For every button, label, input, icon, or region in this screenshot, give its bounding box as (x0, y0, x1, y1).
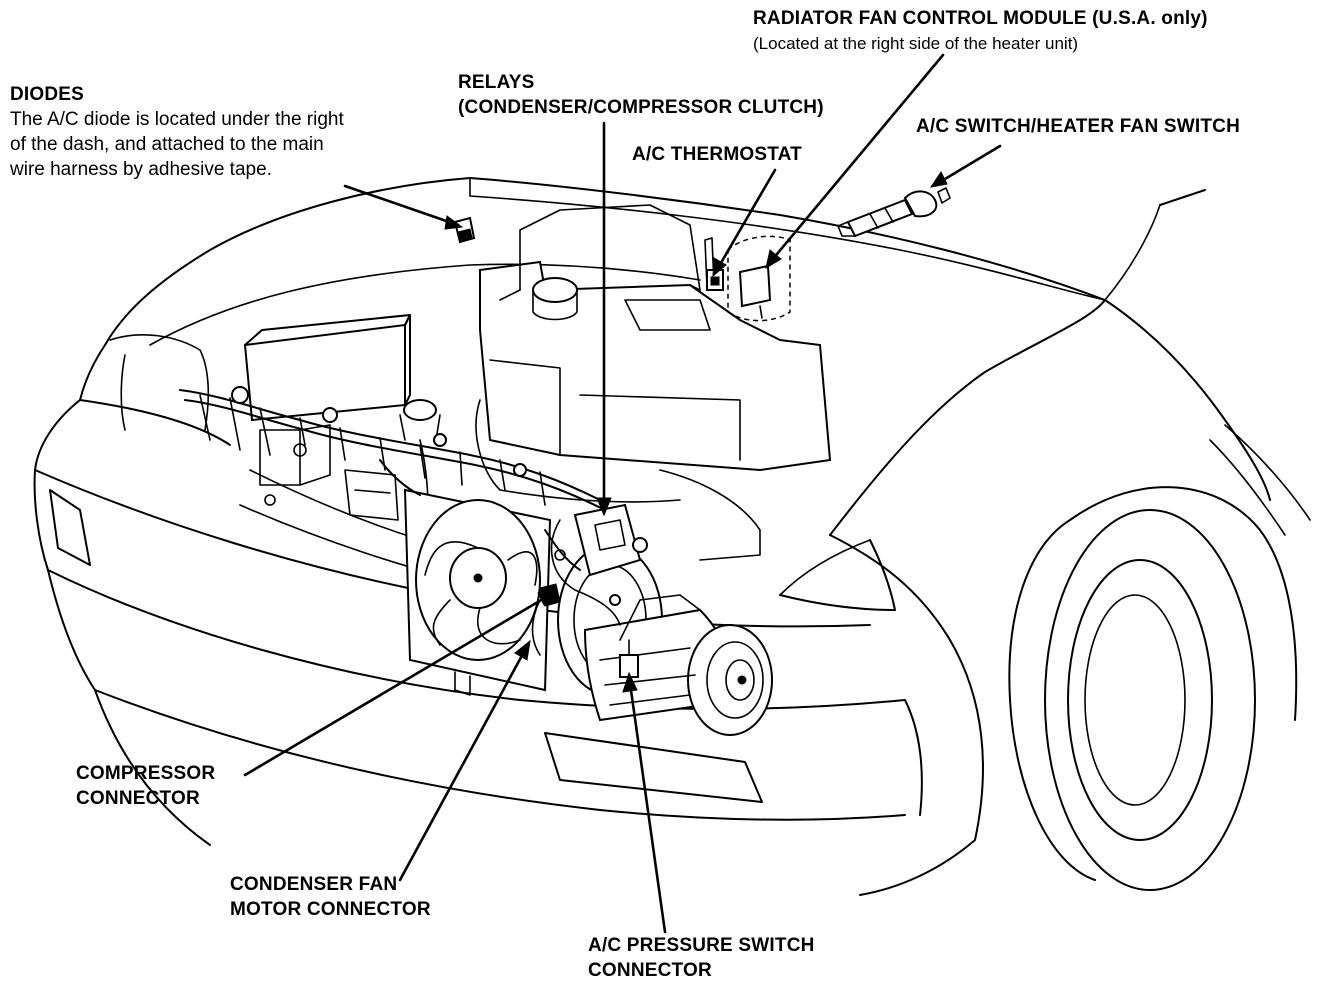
compressor-connector-callout: COMPRESSOR CONNECTOR (76, 761, 215, 811)
ac-switch-callout: A/C SWITCH/HEATER FAN SWITCH (916, 114, 1240, 139)
radiator-fan-module-title: RADIATOR FAN CONTROL MODULE (U.S.A. only… (753, 8, 1208, 29)
engine-bay (179, 204, 832, 736)
radiator-fan-module-callout: RADIATOR FAN CONTROL MODULE (U.S.A. only… (753, 6, 1208, 56)
compressor-connector-line-1: COMPRESSOR (76, 763, 216, 784)
diodes-desc-line-1: The A/C diode is located under the right (10, 109, 344, 130)
condenser-fan-connector-line-2: MOTOR CONNECTOR (230, 899, 431, 920)
diodes-desc-line-3: wire harness by adhesive tape. (10, 159, 272, 180)
diodes-callout: DIODES The A/C diode is located under th… (10, 82, 344, 182)
diodes-title: DIODES (10, 84, 85, 105)
relays-subtitle: (CONDENSER/COMPRESSOR CLUTCH) (458, 97, 824, 118)
leader-lines (243, 53, 1002, 934)
ac-thermostat-title: A/C THERMOSTAT (632, 144, 802, 165)
ac-switch-part (837, 187, 951, 238)
pressure-switch-connector-line-1: A/C PRESSURE SWITCH (588, 935, 815, 956)
diodes-desc-line-2: of the dash, and attached to the main (10, 134, 324, 155)
condenser-fan-connector-callout: CONDENSER FAN MOTOR CONNECTOR (230, 872, 431, 922)
pressure-switch-connector-line-2: CONNECTOR (588, 960, 712, 981)
ac-switch-title: A/C SWITCH/HEATER FAN SWITCH (916, 116, 1241, 137)
ac-thermostat-callout: A/C THERMOSTAT (632, 142, 802, 167)
radiator-fan-module-note: (Located at the right side of the heater… (753, 34, 1079, 53)
diode-part (453, 216, 476, 244)
relays-title: RELAYS (458, 72, 535, 93)
condenser-fan-connector-line-1: CONDENSER FAN (230, 874, 398, 895)
pressure-switch-connector-callout: A/C PRESSURE SWITCH CONNECTOR (588, 933, 815, 983)
relays-callout: RELAYS (CONDENSER/COMPRESSOR CLUTCH) (458, 70, 824, 120)
radiator-fan-module-part (727, 235, 791, 322)
compressor-connector-line-2: CONNECTOR (76, 788, 200, 809)
